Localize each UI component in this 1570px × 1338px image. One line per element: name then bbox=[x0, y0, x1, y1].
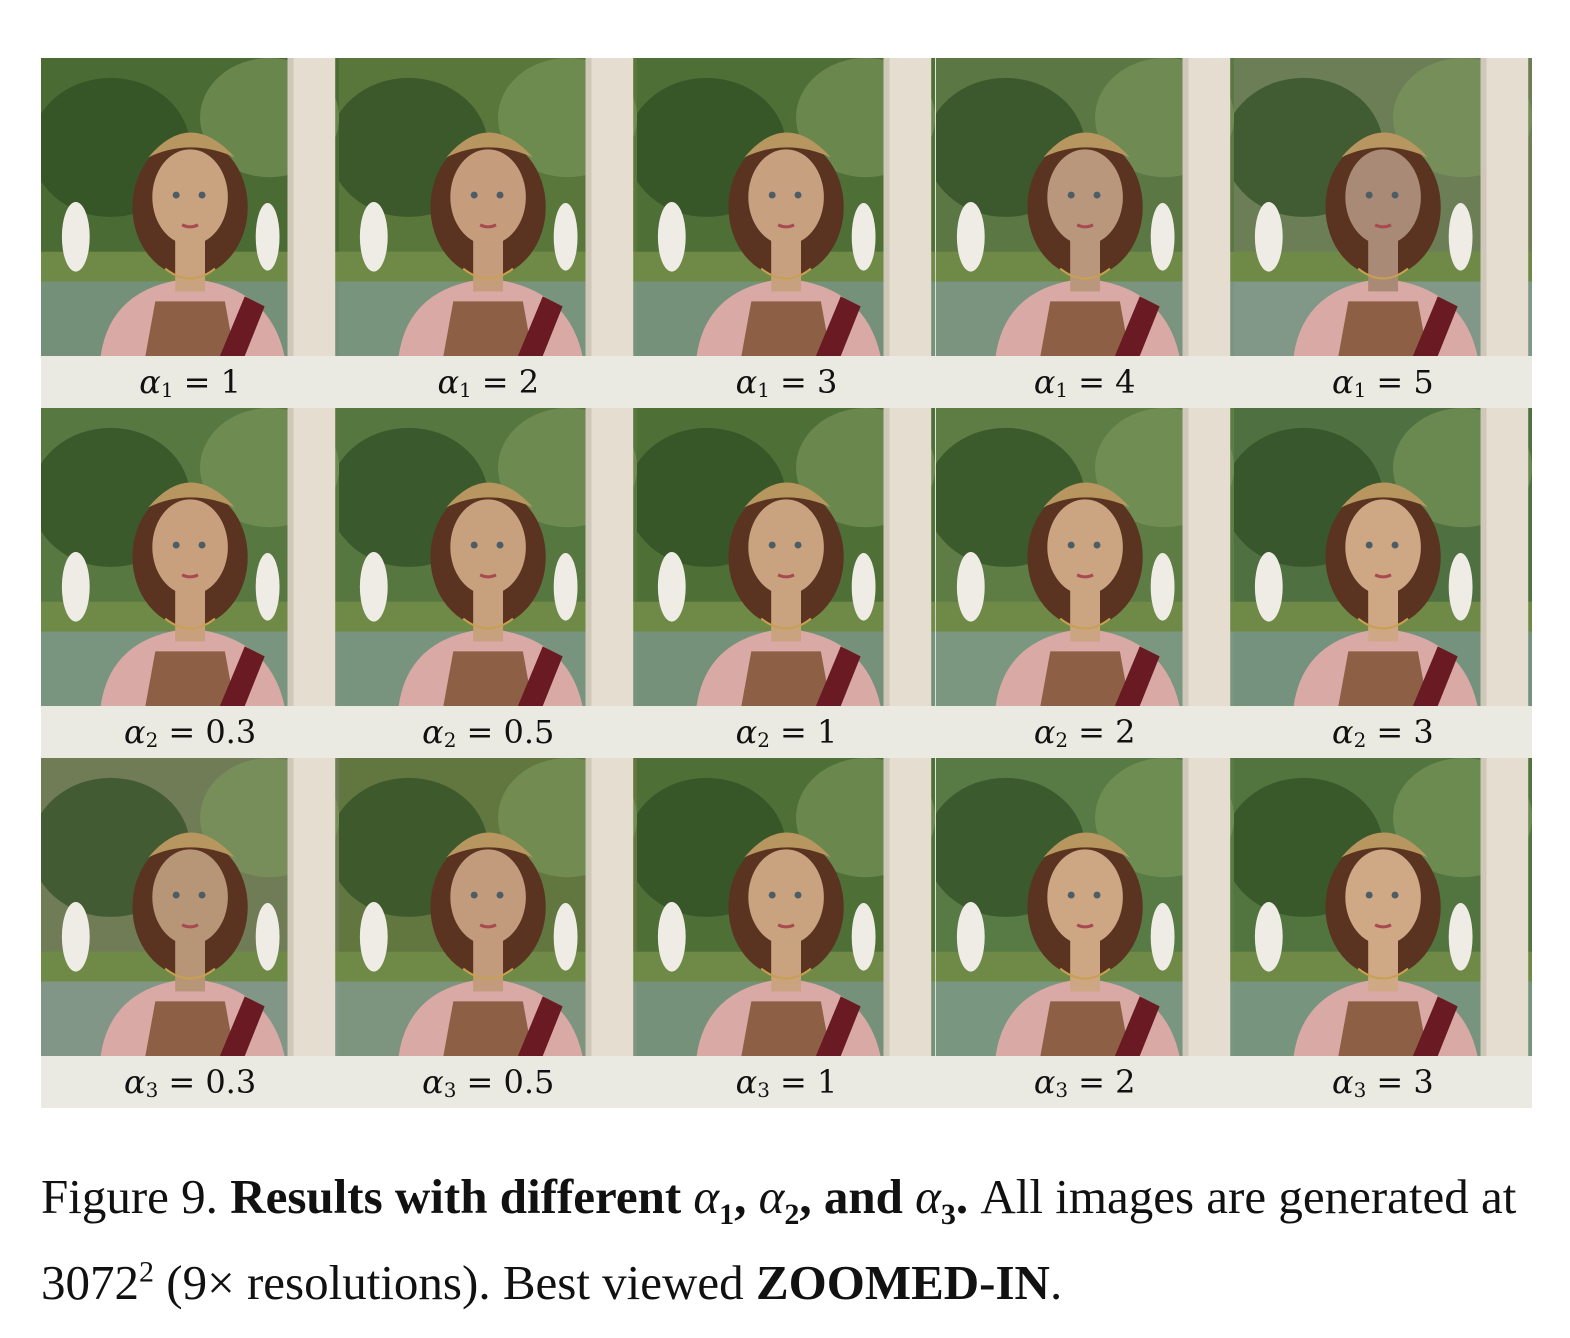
result-image bbox=[41, 408, 340, 706]
figure-caption: Figure 9. Results with different α1, α2,… bbox=[41, 1168, 1532, 1312]
image-row bbox=[41, 408, 1532, 706]
image-row bbox=[41, 58, 1532, 356]
result-image bbox=[637, 408, 936, 706]
result-image bbox=[935, 758, 1234, 1056]
result-image bbox=[637, 758, 936, 1056]
caption-bold-lead: Results with different α1, α2, and α3. bbox=[230, 1169, 969, 1231]
result-image bbox=[1233, 58, 1532, 356]
figure-number: Figure 9. bbox=[41, 1169, 218, 1224]
image-row bbox=[41, 758, 1532, 1056]
result-image bbox=[339, 758, 638, 1056]
result-image bbox=[1233, 758, 1532, 1056]
result-image bbox=[339, 58, 638, 356]
result-image bbox=[41, 758, 340, 1056]
caption-body: All images are generated at 30722 (9× re… bbox=[41, 1169, 1517, 1311]
result-image bbox=[935, 58, 1234, 356]
result-image bbox=[41, 58, 340, 356]
result-image bbox=[935, 408, 1234, 706]
result-image bbox=[1233, 408, 1532, 706]
result-image bbox=[637, 58, 936, 356]
result-image bbox=[339, 408, 638, 706]
